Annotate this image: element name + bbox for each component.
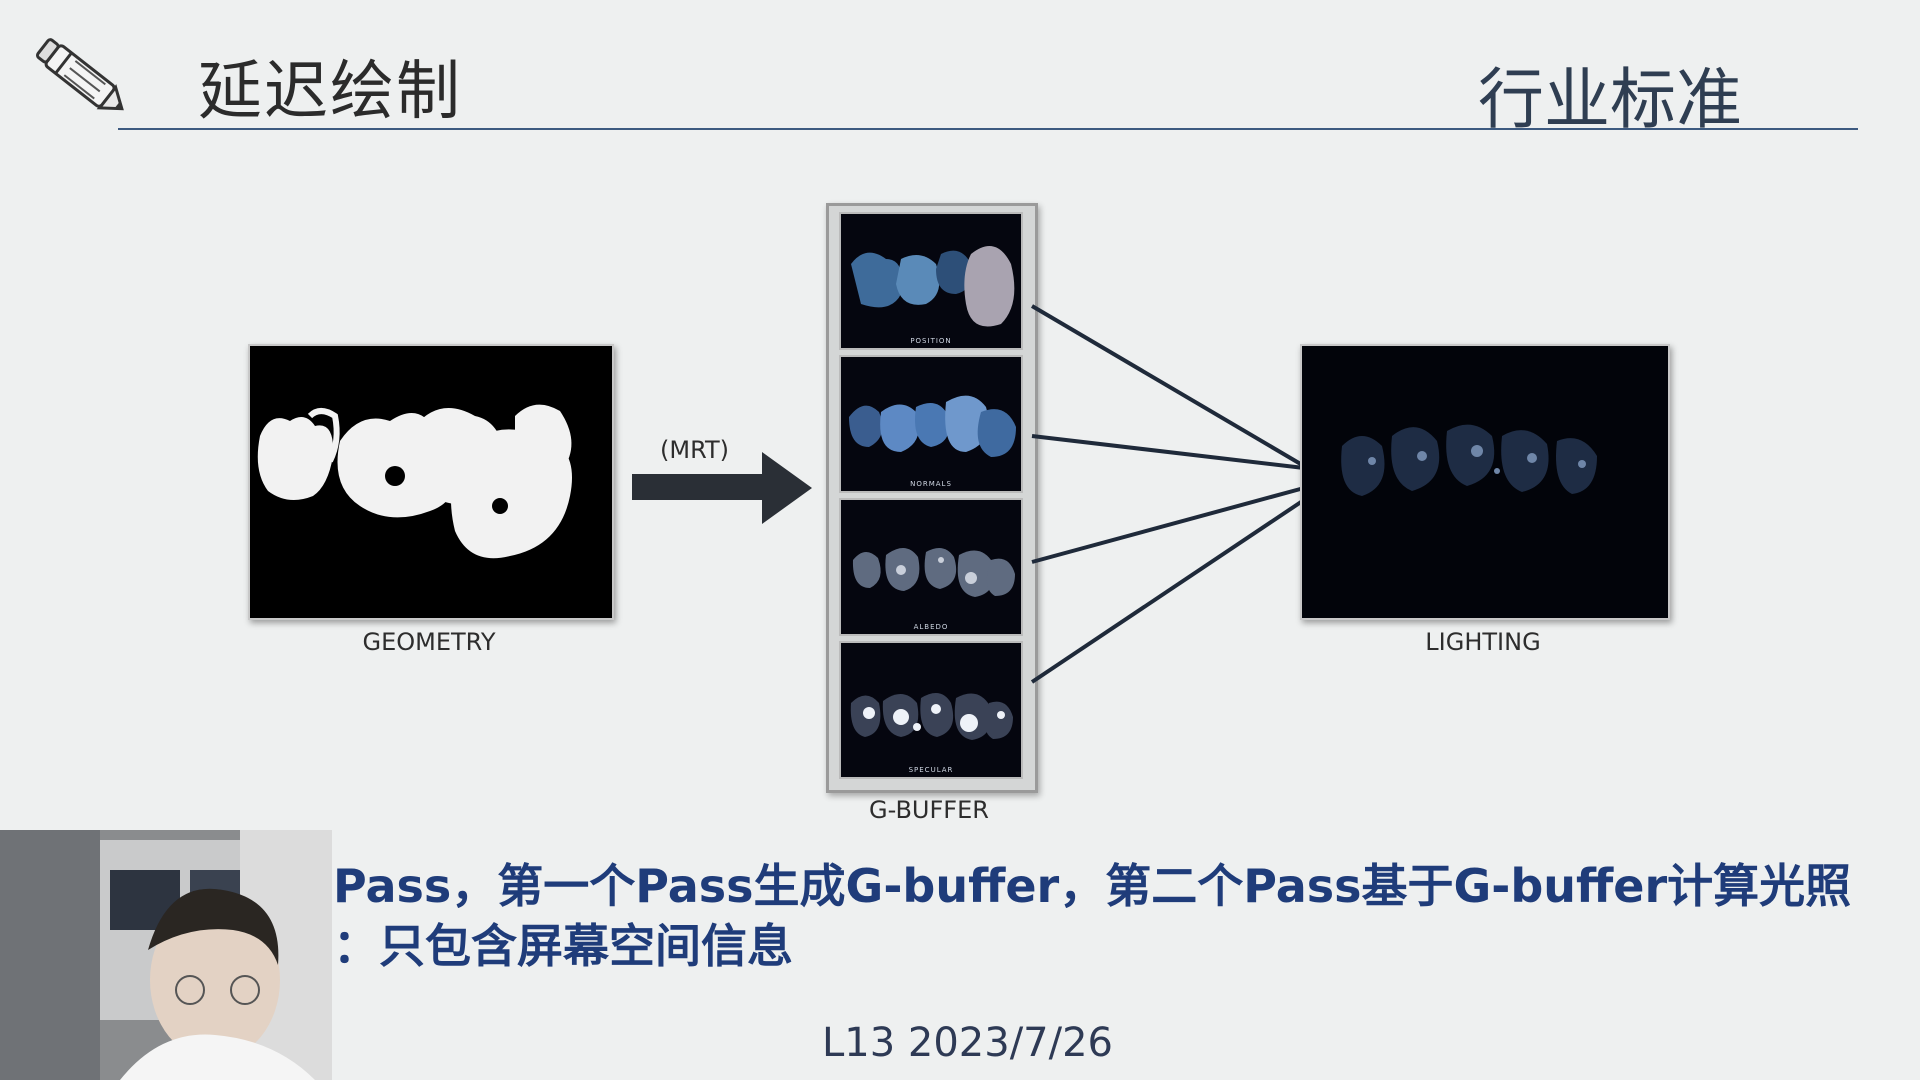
gbuffer-albedo: ALBEDO [839,498,1023,636]
pencil-icon [35,38,124,111]
gbuffer-specular-label: SPECULAR [908,766,954,774]
gbuffer-specular: SPECULAR [839,641,1023,779]
gbuffer-albedo-label: ALBEDO [913,623,949,631]
gbuffer-position-label: POSITION [910,337,952,345]
body-line-2: ：只包含屏幕空间信息 [333,919,793,973]
geometry-silhouettes [257,404,572,559]
geometry-caption: GEOMETRY [362,628,496,656]
body-text: Pass，第一个Pass生成G-buffer，第二个Pass基于G-buffer… [333,856,1851,976]
slide-title: 延迟绘制 [198,55,462,129]
lecture-footer: L13 2023/7/26 [822,1020,1113,1066]
geometry-image [248,344,614,620]
albedo-render [852,547,1015,597]
lighting-image [1300,344,1670,620]
presenter-video [0,830,332,1080]
section-title: 行业标准 [1478,61,1742,138]
body-line-1: Pass，第一个Pass生成G-buffer，第二个Pass基于G-buffer… [333,859,1852,913]
position-render [851,246,1015,327]
gbuffer-to-lighting-connectors [1030,304,1306,684]
webcam-overlay [0,830,332,1080]
header-divider [118,128,1858,130]
lighting-caption: LIGHTING [1425,628,1541,656]
gbuffer-stack: POSITION NORMALS ALBEDO [826,203,1038,793]
gbuffer-normals-label: NORMALS [910,480,952,488]
normals-render [849,395,1016,457]
gbuffer-position: POSITION [839,212,1023,350]
gbuffer-caption: G-BUFFER [869,796,989,824]
mrt-label: (MRT) [660,436,730,464]
lighting-render [1302,346,1668,618]
specular-render [850,693,1013,740]
right-arrow-icon [632,452,812,524]
gbuffer-normals: NORMALS [839,355,1023,493]
